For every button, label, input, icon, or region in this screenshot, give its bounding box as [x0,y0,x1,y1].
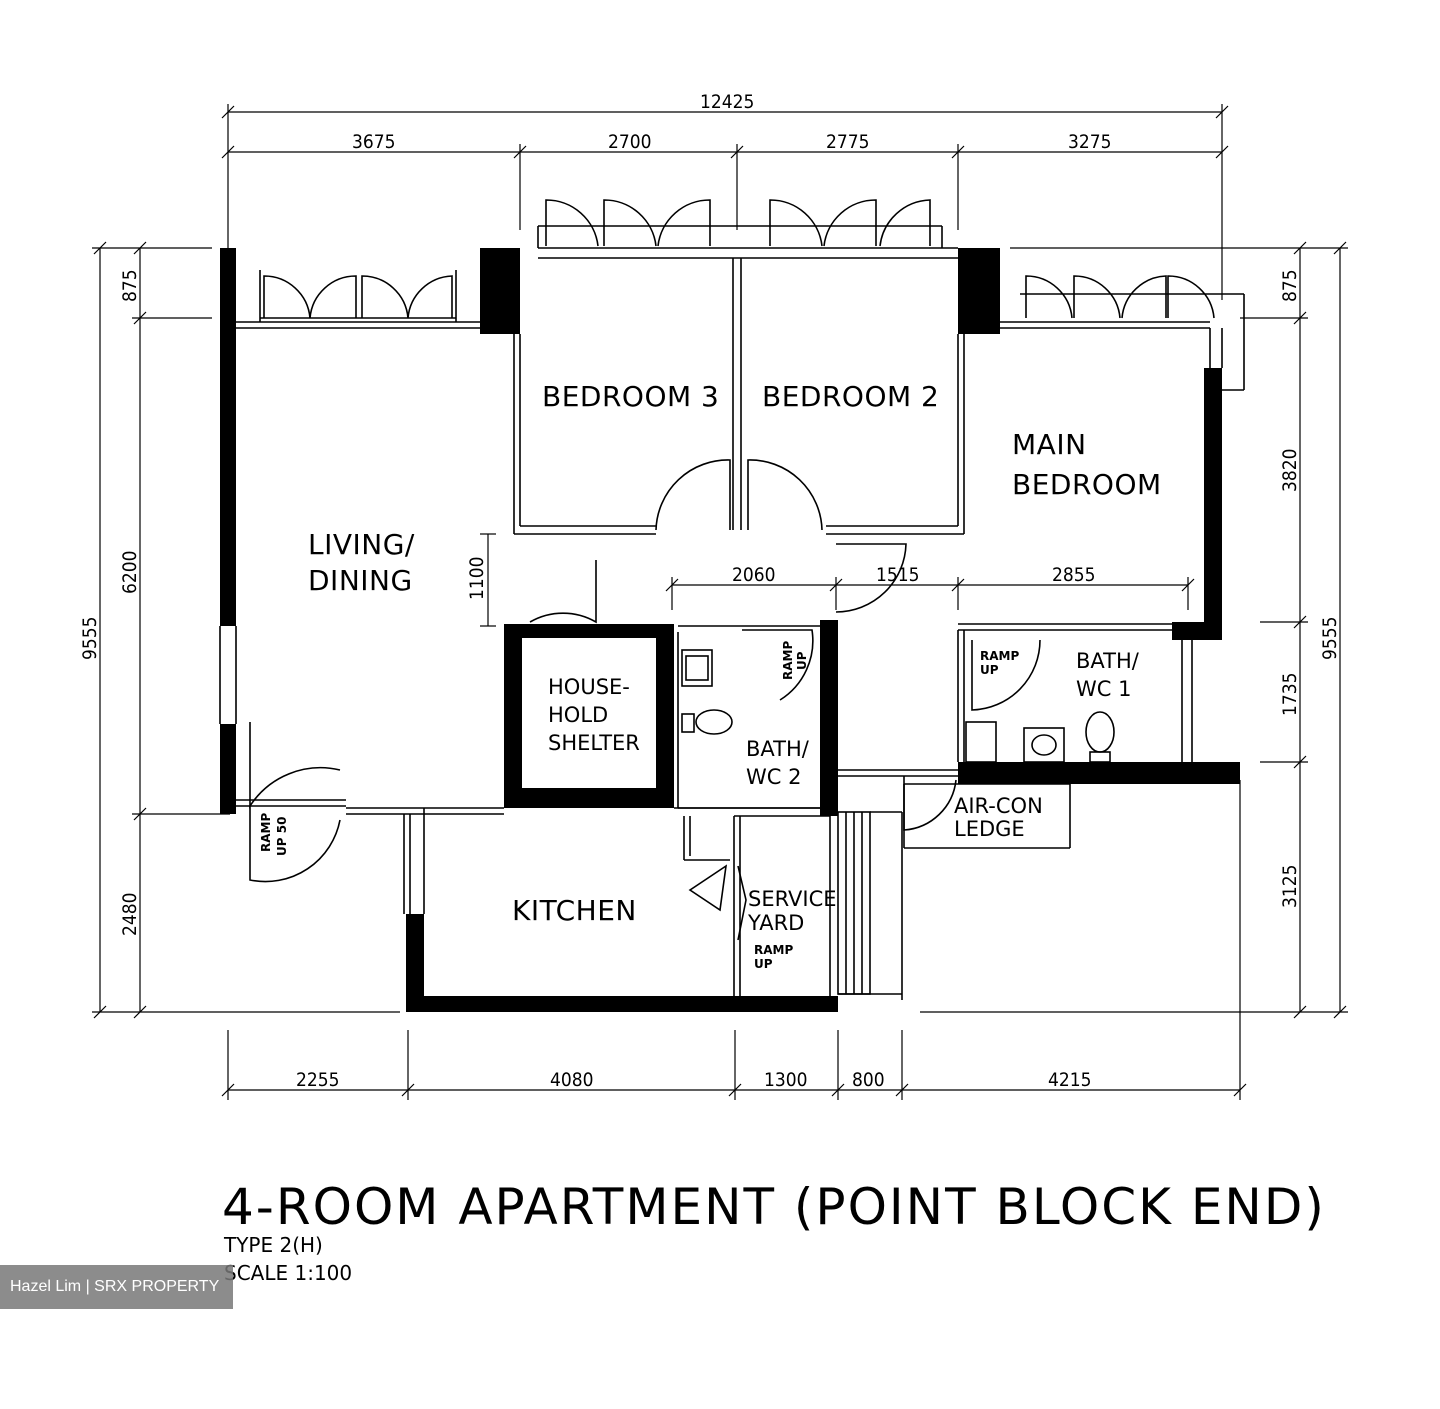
plan-scale: SCALE 1:100 [224,1261,352,1285]
dim-bottom-3: 1300 [764,1069,808,1091]
label-main-bedroom-1: MAIN [1012,428,1087,461]
label-bath-wc1-2: WC 1 [1076,677,1131,701]
room-labels: BEDROOM 3 BEDROOM 2 MAIN BEDROOM LIVING/… [308,380,1162,935]
ramp-entrance: RAMP [259,813,273,852]
dim-bottom-5: 4215 [1048,1069,1092,1091]
label-bath-wc2-1: BATH/ [746,737,810,761]
dimension-lines [92,104,1348,1100]
dim-bottom-4: 800 [852,1069,885,1091]
dim-right-1: 875 [1279,269,1301,302]
ramp-wc1: RAMP [980,649,1019,663]
dim-inner-1: 2060 [732,564,776,586]
dim-left-3: 2480 [119,893,141,937]
label-bath-wc2-2: WC 2 [746,765,801,789]
dim-right-3: 1735 [1279,673,1301,717]
ramp-yard: RAMP [754,943,793,957]
dim-right-total: 9555 [1319,617,1341,661]
dim-top-4: 3275 [1068,131,1112,153]
ramp-labels: RAMP UP 50 RAMP UP RAMP UP RAMP UP [259,641,1019,971]
basin-icon [681,649,713,687]
walls [219,225,1245,1012]
dim-door: 1100 [466,557,488,601]
plan-title: 4-ROOM APARTMENT (POINT BLOCK END) [222,1178,1326,1236]
ramp-wc2-up: UP [795,651,809,670]
label-service-2: YARD [747,911,804,935]
dim-left-2: 6200 [119,551,141,595]
label-main-bedroom-2: BEDROOM [1012,468,1162,501]
fixtures [681,649,1115,763]
door-swings [249,199,1215,941]
label-shelter-2: HOLD [548,703,608,727]
label-bedroom-3: BEDROOM 3 [542,380,719,413]
dimension-labels: 12425 3675 2700 2775 3275 9555 875 6200 … [79,91,1341,1091]
plan-type: TYPE 2(H) [223,1233,323,1257]
ramp-yard-up: UP [754,957,773,971]
dim-right-2: 3820 [1279,449,1301,493]
ramp-wc2: RAMP [781,641,795,680]
dim-inner-3: 2855 [1052,564,1096,586]
watermark: Hazel Lim | SRX PROPERTY [0,1265,233,1309]
ramp-entrance-up: UP 50 [275,817,289,856]
dim-bottom-2: 4080 [550,1069,594,1091]
label-aircon-1: AIR-CON [954,794,1043,818]
toilet-icon [695,709,733,735]
dim-top-1: 3675 [352,131,396,153]
dim-left-1: 875 [119,269,141,302]
label-kitchen: KITCHEN [512,894,637,927]
dim-top-3: 2775 [826,131,870,153]
dim-right-4: 3125 [1279,865,1301,909]
label-shelter-1: HOUSE- [548,675,630,699]
label-aircon-2: LEDGE [954,817,1025,841]
dim-left-total: 9555 [79,617,101,661]
basin-icon-2 [1023,727,1065,763]
label-bath-wc1-1: BATH/ [1076,649,1140,673]
dim-top-total: 12425 [700,91,754,113]
label-service-1: SERVICE [748,887,837,911]
ramp-wc1-up: UP [980,663,999,677]
plan-title-block: 4-ROOM APARTMENT (POINT BLOCK END) TYPE … [222,1178,1326,1285]
label-living-2: DINING [308,564,413,597]
label-living-1: LIVING/ [308,528,415,561]
label-bedroom-2: BEDROOM 2 [762,380,939,413]
toilet-icon-2 [1085,711,1115,753]
dim-top-2: 2700 [608,131,652,153]
label-shelter-3: SHELTER [548,731,640,755]
dim-bottom-1: 2255 [296,1069,340,1091]
